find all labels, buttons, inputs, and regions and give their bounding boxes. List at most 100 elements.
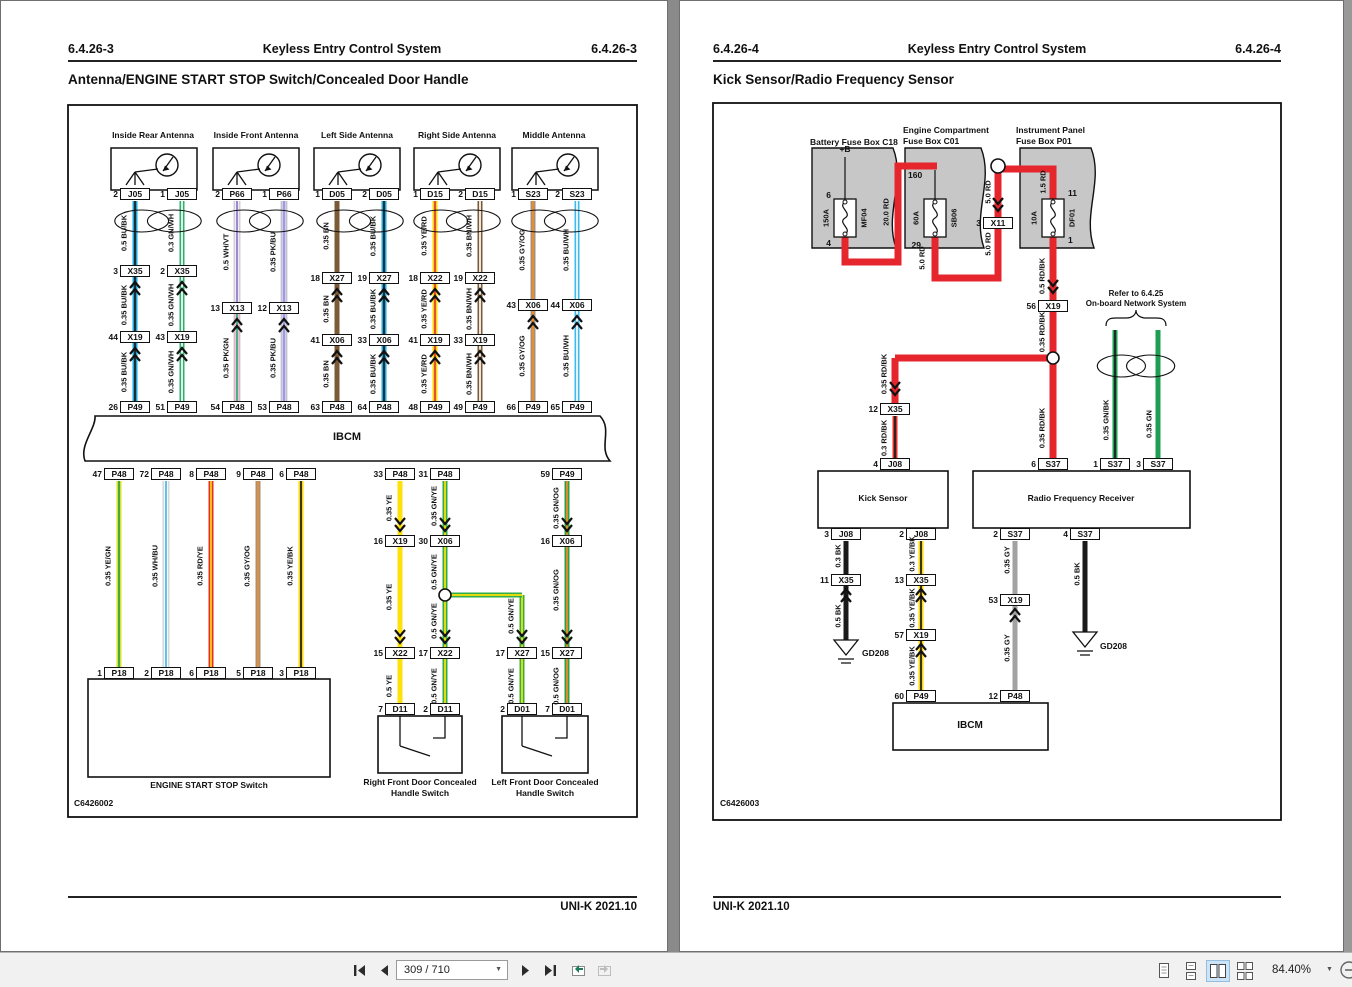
page-header-title: Keyless Entry Control System [907, 42, 1087, 56]
connector-arrow-icon [378, 349, 390, 365]
antenna-icon [358, 153, 382, 177]
next-page-icon [522, 964, 529, 976]
zoom-level-dropdown[interactable]: 84.40% [1272, 964, 1312, 976]
connector-arrow-icon [1009, 607, 1021, 623]
previous-view-button[interactable] [566, 961, 590, 979]
twisted-pair-icon [445, 209, 501, 233]
connector-arrow-icon [516, 629, 528, 645]
connector-arrow-icon [561, 517, 573, 533]
two-page-continuous-view-button[interactable] [1233, 960, 1257, 982]
splice-junction [990, 158, 1006, 174]
next-page-button[interactable] [516, 961, 536, 979]
ground-icon [832, 639, 860, 664]
component-box [817, 470, 949, 529]
fuse-terminal [1050, 231, 1056, 237]
vertical-scrollbar[interactable] [1344, 0, 1352, 952]
fuse-terminal [1050, 199, 1056, 205]
fuse-terminal [932, 231, 938, 237]
page-number-right: 6.4.26-4 [1235, 42, 1281, 56]
connector-arrow-icon [176, 346, 188, 362]
connector-arrow-icon [429, 287, 441, 303]
diagram-border [67, 104, 638, 818]
splice-junction [438, 588, 452, 602]
diagram-shapes-layer [67, 102, 1282, 821]
twisted-pair-icon [1125, 354, 1176, 378]
antenna-icon [428, 168, 462, 186]
connector-arrow-icon [176, 280, 188, 296]
connector-arrow-icon [429, 349, 441, 365]
twisted-pair-icon [1096, 354, 1147, 378]
footer-version: UNI-K 2021.10 [560, 901, 637, 913]
antenna-icon [466, 165, 473, 171]
zoom-out-button[interactable] [1338, 961, 1352, 979]
diagram-border [712, 102, 1282, 821]
previous-page-icon [381, 964, 388, 976]
connector-arrow-icon [840, 587, 852, 603]
footer-rule [713, 896, 1281, 898]
connector-arrow-icon [394, 629, 406, 645]
continuous-view-button[interactable] [1179, 960, 1203, 982]
connector-arrow-icon [915, 587, 927, 603]
twisted-pair-icon [146, 209, 202, 233]
connector-arrow-icon [889, 381, 901, 397]
component-box [892, 702, 1049, 751]
antenna-icon [556, 153, 580, 177]
page-number-input[interactable]: 309 / 710 ▼ [396, 960, 508, 980]
previous-page-button[interactable] [374, 961, 394, 979]
twisted-pair-icon [316, 209, 372, 233]
connector-arrow-icon [1047, 279, 1059, 295]
twisted-pair-icon [413, 209, 469, 233]
component-box [377, 715, 463, 774]
twisted-pair-icon [348, 209, 404, 233]
antenna-icon [265, 165, 272, 171]
single-page-view-button[interactable] [1152, 960, 1176, 982]
connector-arrow-icon [915, 642, 927, 658]
page-dropdown-caret-icon[interactable]: ▼ [495, 966, 502, 973]
connector-arrow-icon [394, 517, 406, 533]
fuse-box [1019, 147, 1096, 249]
connector-arrow-icon [527, 314, 539, 330]
connector-arrow-icon [278, 317, 290, 333]
connector-arrow-icon [439, 517, 451, 533]
connector-arrow-icon [378, 287, 390, 303]
next-view-icon [597, 965, 611, 976]
component-box [972, 470, 1191, 529]
antenna-icon [458, 153, 482, 177]
two-page-continuous-view-icon [1237, 962, 1253, 980]
zoom-dropdown-caret-icon[interactable]: ▼ [1326, 966, 1333, 973]
connector-arrow-icon [992, 197, 1004, 213]
antenna-icon [257, 153, 281, 177]
antenna-icon [125, 168, 159, 186]
first-page-icon [353, 964, 365, 976]
previous-view-icon [571, 965, 585, 976]
header-rule [68, 60, 637, 62]
continuous-view-icon [1186, 962, 1196, 980]
connector-arrow-icon [331, 349, 343, 365]
footer-rule [68, 896, 637, 898]
splice-junction [1046, 351, 1060, 365]
switch-icon [521, 716, 568, 757]
fuse-squiggle-icon [1050, 201, 1056, 235]
component-box [87, 678, 331, 778]
last-page-button[interactable] [540, 961, 560, 979]
fuse-squiggle-icon [842, 201, 848, 235]
antenna-icon [526, 168, 560, 186]
last-page-icon [544, 964, 556, 976]
page-header-title: Keyless Entry Control System [262, 42, 442, 56]
diagram-title: Kick Sensor/Radio Frequency Sensor [713, 72, 954, 87]
first-page-button[interactable] [349, 961, 369, 979]
single-page-view-icon [1159, 963, 1169, 978]
page-number-right: 6.4.26-3 [591, 42, 637, 56]
antenna-icon [155, 153, 179, 177]
connector-arrow-icon [571, 314, 583, 330]
connector-arrow-icon [231, 317, 243, 333]
next-view-button[interactable] [592, 961, 616, 979]
two-page-view-button[interactable] [1206, 960, 1230, 982]
twisted-pair-icon [511, 209, 567, 233]
connector-arrow-icon [474, 287, 486, 303]
fuse-terminal [842, 199, 848, 205]
connector-arrow-icon [561, 629, 573, 645]
antenna-icon [328, 168, 362, 186]
diagram-title: Antenna/ENGINE START STOP Switch/Conceal… [68, 72, 469, 87]
